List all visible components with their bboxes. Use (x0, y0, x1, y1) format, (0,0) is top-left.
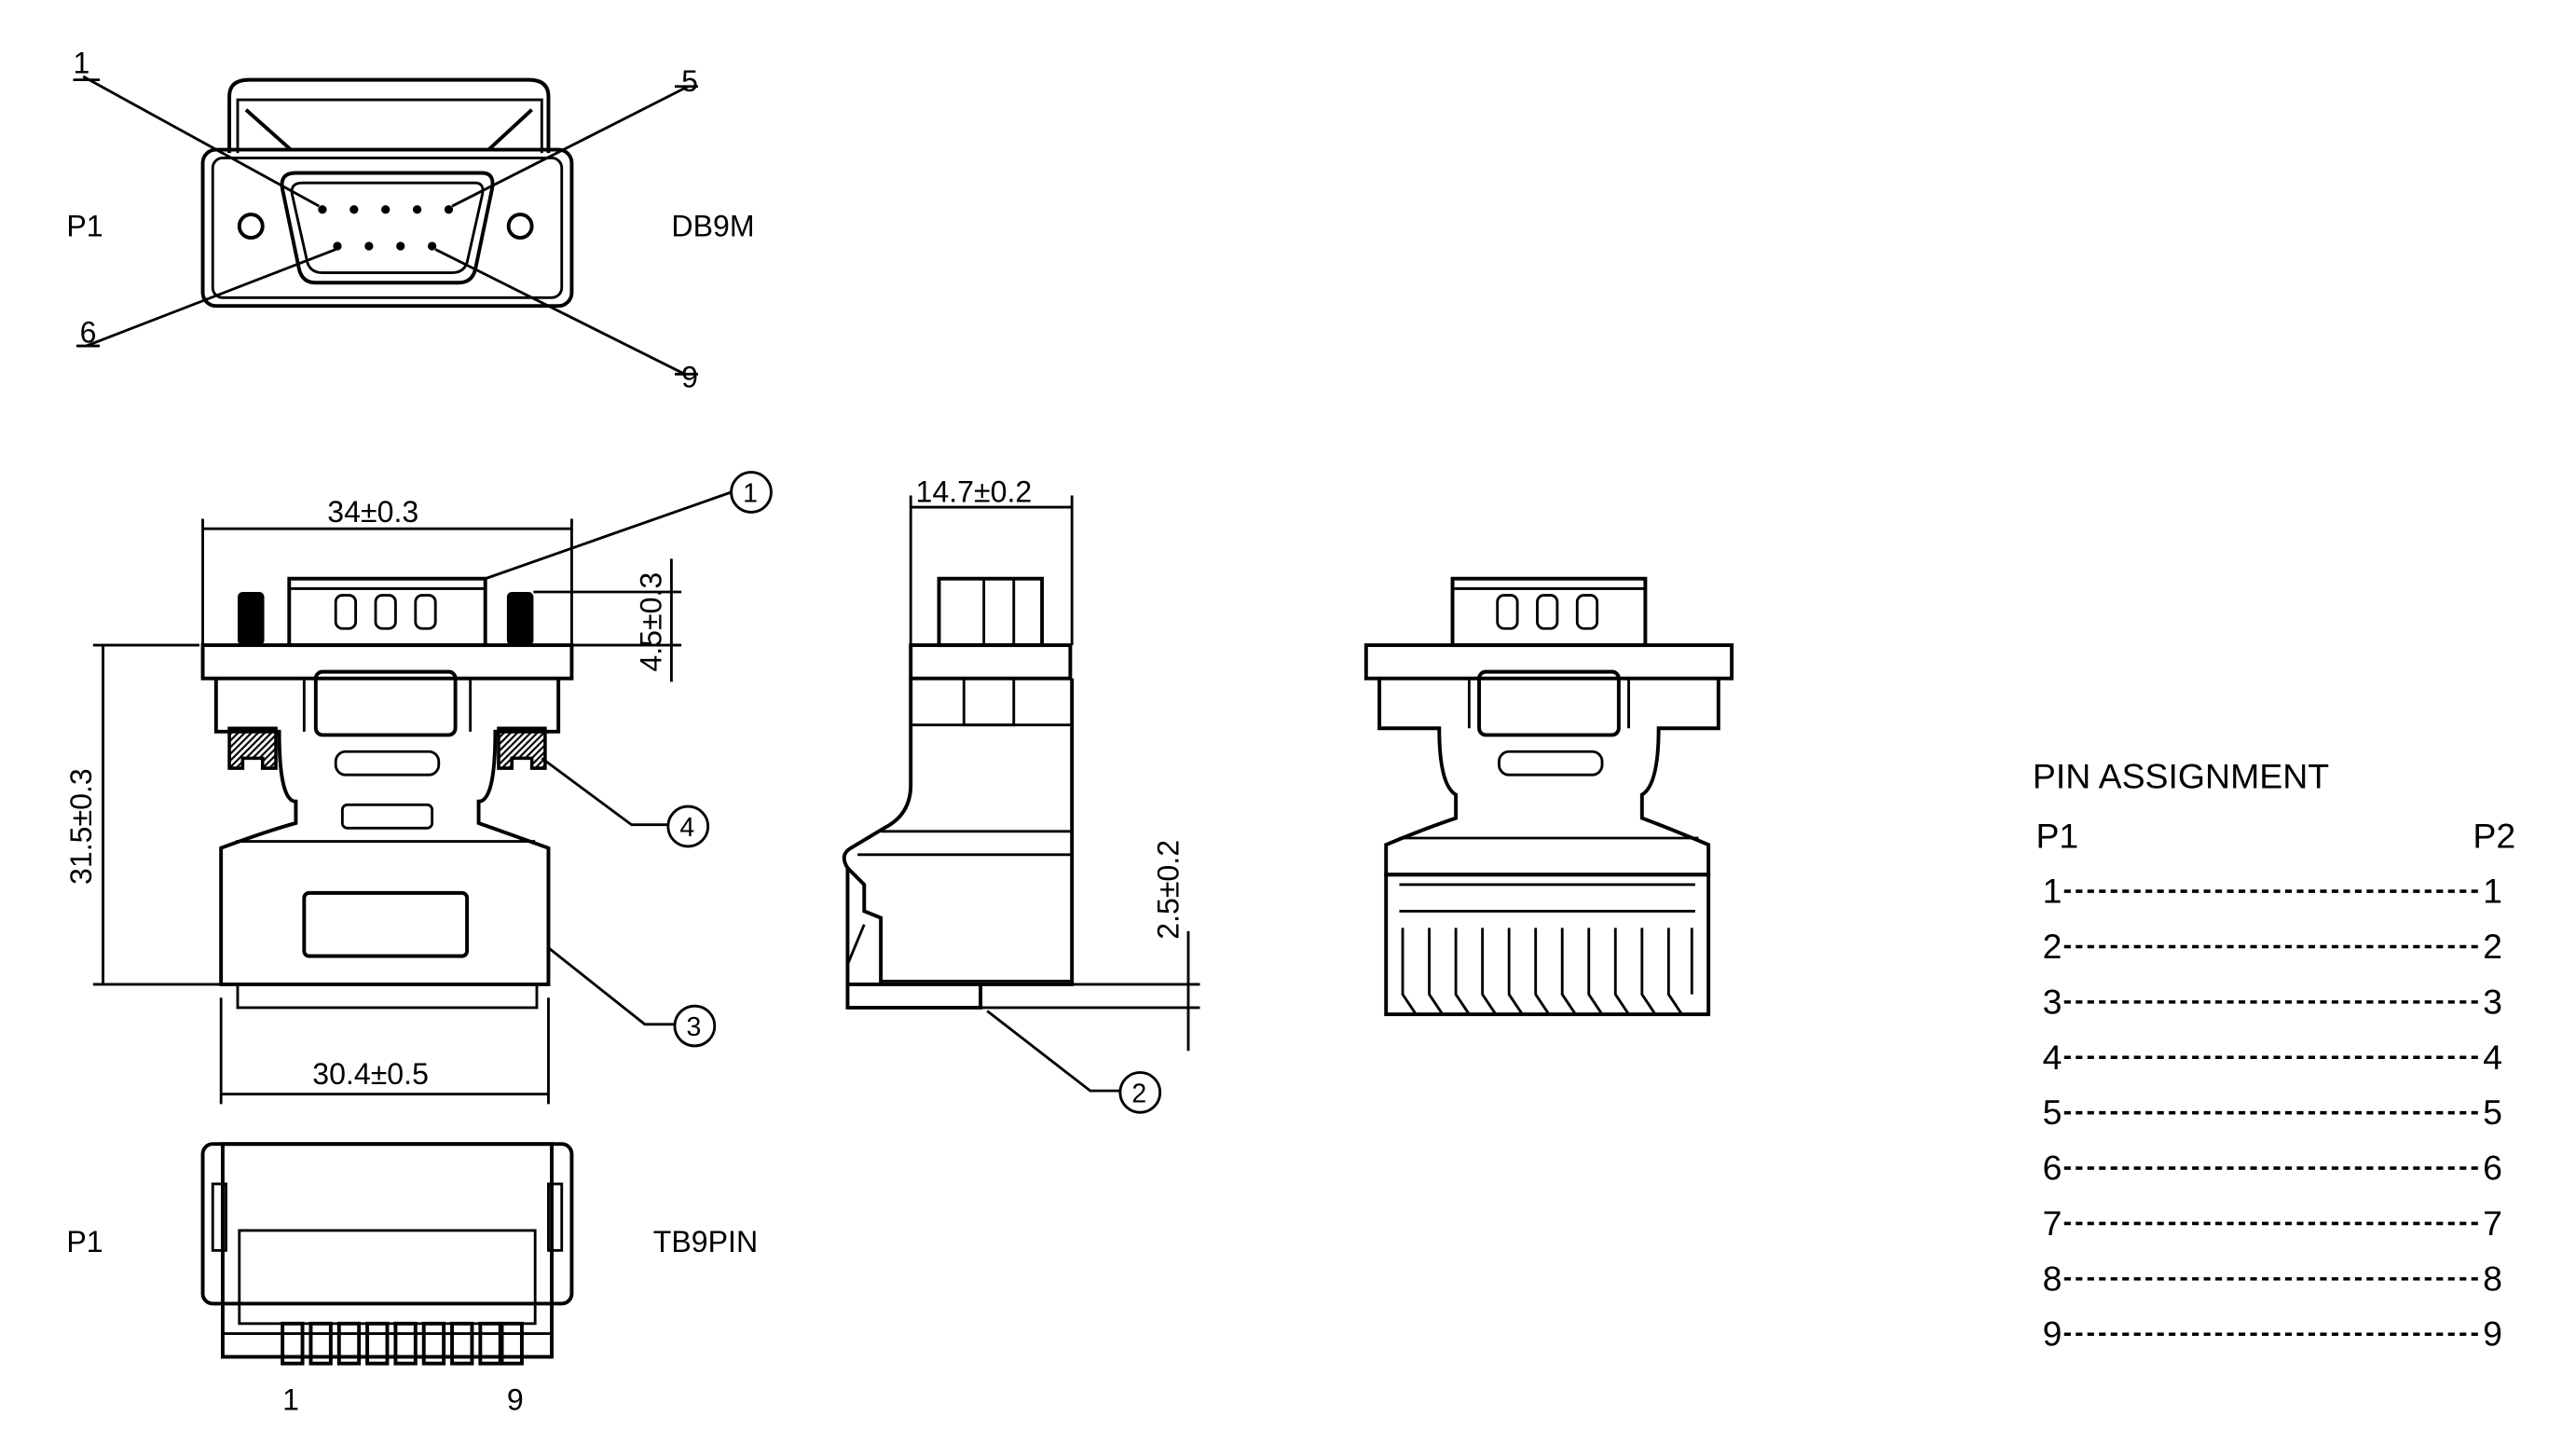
dim-depth-14-7: 14.7±0.2 (916, 475, 1033, 509)
pin-row-p1: 8 (2043, 1258, 2062, 1298)
dim-offset-2-5: 2.5±0.2 (1151, 840, 1185, 940)
balloon-4: 4 (679, 813, 694, 843)
pin-row-p1: 7 (2043, 1203, 2062, 1243)
pin-row-p1: 3 (2043, 982, 2062, 1021)
callout-pin-6: 6 (80, 315, 97, 349)
balloon-2: 2 (1131, 1079, 1146, 1109)
pin-row-p1: 4 (2043, 1038, 2062, 1077)
db9m-face-view: 1 5 6 9 P1 DB9M (66, 46, 754, 393)
pin-row-p2: 6 (2483, 1148, 2502, 1188)
pin-row-p2: 4 (2483, 1038, 2502, 1077)
pin-row-p1: 1 (2043, 872, 2062, 911)
dim-height-31-5: 31.5±0.3 (64, 768, 98, 885)
pin-row-p1: 2 (2043, 927, 2062, 966)
pin-row-p2: 3 (2483, 982, 2502, 1021)
dim-width-34: 34±0.3 (327, 495, 418, 529)
pin-row-p2: 5 (2483, 1093, 2502, 1132)
callout-pin-9: 9 (681, 361, 698, 394)
front-view: 34±0.3 31.5±0.3 4.5±0.3 30.4±0.5 1 4 3 (64, 471, 773, 1105)
header-p1: P1 (2035, 817, 2078, 856)
dim-tab-4-5: 4.5±0.3 (635, 572, 668, 672)
rear-view (1363, 576, 1734, 1017)
pin-row-p2: 2 (2483, 927, 2502, 966)
terminal-pin-1: 1 (282, 1383, 299, 1417)
pin-row-p2: 7 (2483, 1203, 2502, 1243)
p1-label-bottom: P1 (66, 1225, 103, 1258)
pin-row-p1: 6 (2043, 1148, 2062, 1188)
tb9pin-label: TB9PIN (653, 1225, 758, 1258)
balloon-3: 3 (686, 1012, 701, 1042)
terminal-pin-9: 9 (507, 1383, 524, 1417)
tb9pin-view: P1 TB9PIN 1 9 (66, 1142, 758, 1417)
balloon-1: 1 (743, 479, 758, 509)
pin-assignment-title: PIN ASSIGNMENT (2033, 756, 2329, 795)
side-view: 14.7±0.2 2.5±0.2 2 (842, 475, 1200, 1114)
pin-row-p2: 9 (2483, 1314, 2502, 1354)
pin-row-p1: 9 (2043, 1314, 2062, 1354)
callout-pin-1: 1 (73, 46, 89, 79)
dim-base-30-4: 30.4±0.5 (312, 1057, 429, 1091)
p1-label-top: P1 (66, 209, 103, 242)
pin-row-p2: 1 (2483, 872, 2502, 911)
callout-pin-5: 5 (681, 64, 698, 98)
header-p2: P2 (2473, 817, 2515, 856)
db9m-label: DB9M (671, 209, 754, 242)
pin-row-p2: 8 (2483, 1258, 2502, 1298)
pin-row-p1: 5 (2043, 1093, 2062, 1132)
